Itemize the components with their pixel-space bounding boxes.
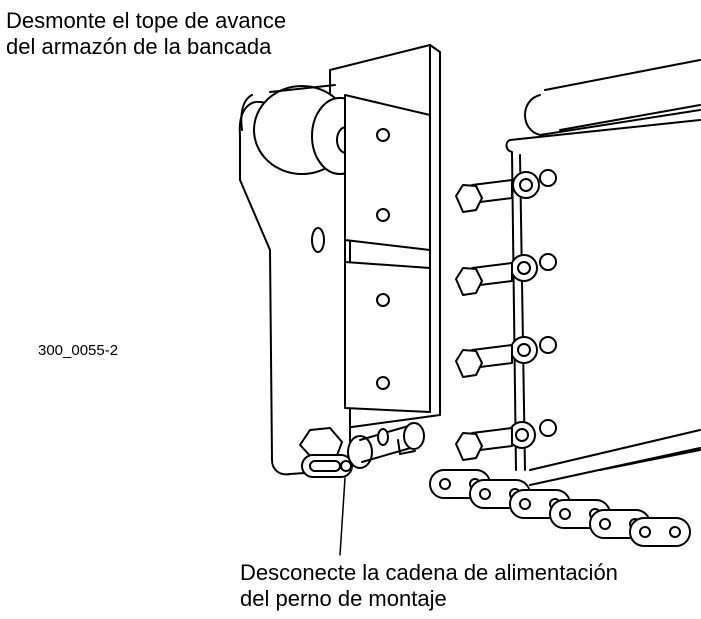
feed-chain xyxy=(429,449,701,547)
callout-line: del perno de montaje xyxy=(240,586,447,611)
bolts xyxy=(455,179,513,461)
mounting-pin xyxy=(299,422,425,478)
callout-line: del armazón de la bancada xyxy=(6,34,272,59)
disconnect-chain-callout: Desconecte la cadena de alimentación del… xyxy=(240,560,618,612)
remove-feed-stop-callout: Desmonte el tope de avance del armazón d… xyxy=(6,8,286,60)
callout-line: Desmonte el tope de avance xyxy=(6,8,287,33)
callout-line: Desconecte la cadena de alimentación xyxy=(240,560,618,585)
washers xyxy=(508,171,540,449)
bed-frame xyxy=(505,59,701,486)
figure-code: 300_0055-2 xyxy=(38,342,119,359)
leader-line xyxy=(339,477,346,556)
feed-stop xyxy=(238,44,441,476)
